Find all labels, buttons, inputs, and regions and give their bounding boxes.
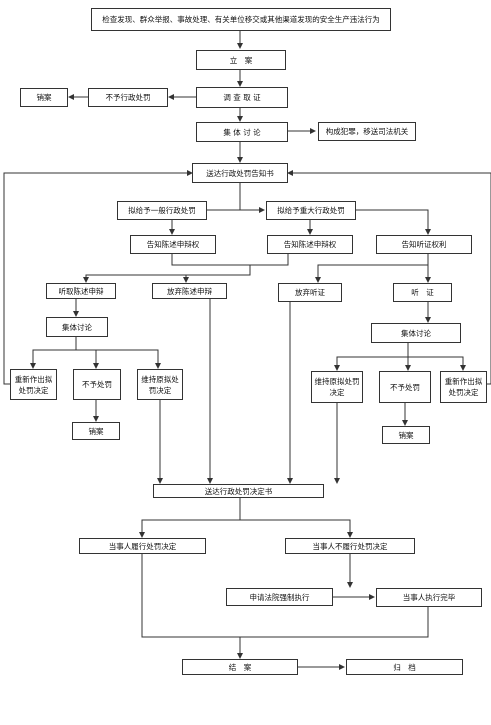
no-penalty-box-3: 不予处罚	[379, 371, 431, 403]
court-box: 申请法院强制执行	[226, 588, 333, 606]
cancel-box-2: 销案	[72, 422, 120, 440]
waive-hearing-box: 放弃听证	[278, 283, 342, 302]
inform-statement-box-1: 告知陈述申辩权	[130, 235, 216, 254]
decision-box: 送达行政处罚决定书	[153, 484, 324, 498]
comply-box: 当事人履行处罚决定	[79, 538, 206, 554]
discuss-box-1: 集 体 讨 论	[196, 122, 288, 142]
start-box: 检查发现、群众举报、事故处理、有关单位移交或其他渠道发现的安全生产违法行为	[91, 8, 391, 31]
cancel-box-3: 销案	[382, 426, 430, 444]
inform-hearing-box: 告知听证权利	[376, 235, 472, 254]
not-comply-box: 当事人不履行处罚决定	[285, 538, 415, 554]
no-penalty-box-1: 不予行政处罚	[88, 88, 168, 107]
general-penalty-box: 拟给予一般行政处罚	[117, 201, 207, 220]
register-box: 立 案	[196, 50, 286, 70]
major-penalty-box: 拟给予重大行政处罚	[266, 201, 356, 220]
waive-statement-box: 放弃陈述申辩	[152, 283, 227, 299]
keep-left-box: 维持原拟处罚决定	[137, 369, 183, 400]
hear-statement-box: 听取陈述申辩	[46, 283, 116, 299]
notice-box: 送达行政处罚告知书	[192, 163, 288, 183]
discuss-box-2: 集体讨论	[46, 317, 108, 337]
redo-right-box: 重新作出拟处罚决定	[440, 371, 487, 403]
done-box: 当事人执行完毕	[376, 588, 482, 607]
hearing-box: 听 证	[393, 283, 452, 302]
no-penalty-box-2: 不予处罚	[73, 369, 121, 400]
redo-left-box: 重新作出拟处罚决定	[10, 369, 57, 400]
close-box: 结 案	[182, 659, 298, 675]
crime-box: 构成犯罪，移送司法机关	[318, 122, 416, 141]
keep-right-box: 维持原拟处罚决定	[311, 371, 363, 403]
archive-box: 归 档	[346, 659, 463, 675]
cancel-box-1: 销案	[20, 88, 68, 107]
inform-statement-box-2: 告知陈述申辩权	[267, 235, 353, 254]
discuss-box-3: 集体讨论	[371, 323, 461, 343]
investigate-box: 调 查 取 证	[196, 87, 288, 108]
